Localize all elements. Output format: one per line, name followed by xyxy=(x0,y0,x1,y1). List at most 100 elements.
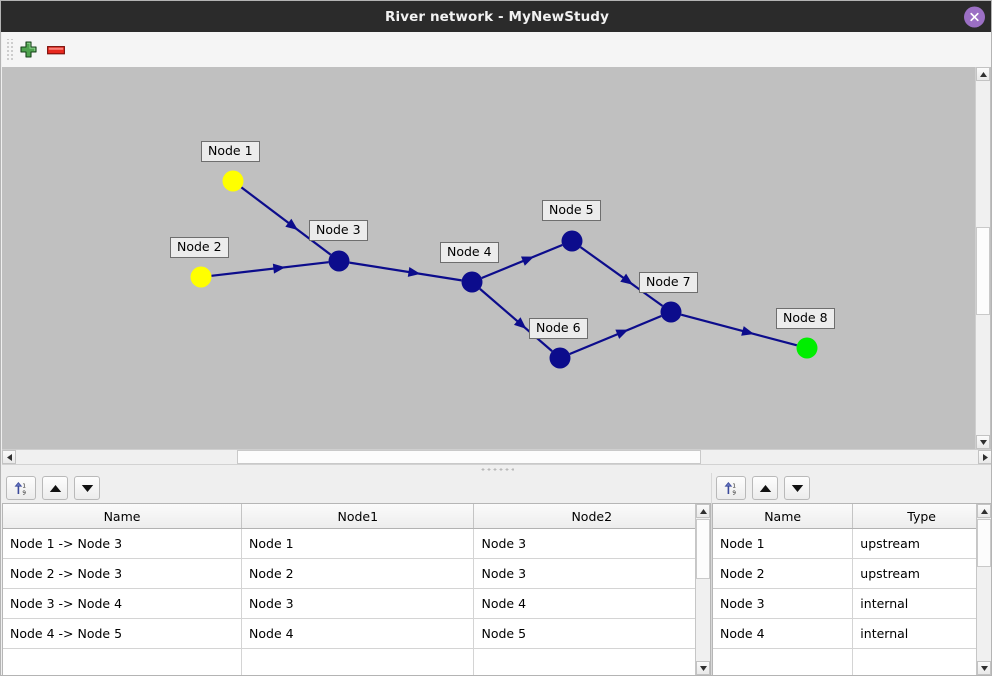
scroll-right-button[interactable] xyxy=(978,450,991,464)
edge-arrow-icon xyxy=(285,218,298,231)
graph-node[interactable] xyxy=(222,170,244,192)
branches-sort-button[interactable]: 1 9 xyxy=(6,476,36,500)
graph-edge[interactable] xyxy=(349,261,462,282)
graph-node[interactable] xyxy=(190,266,212,288)
branches-move-up-button[interactable] xyxy=(42,476,68,500)
graph-edge[interactable] xyxy=(211,261,329,277)
graph-node[interactable] xyxy=(796,337,818,359)
nodes-scroll-down-button[interactable] xyxy=(977,661,991,675)
graph-edge[interactable] xyxy=(569,315,662,355)
table-cell[interactable] xyxy=(473,648,710,675)
graph-node-label[interactable]: Node 1 xyxy=(201,141,260,162)
nodes-scroll-up-button[interactable] xyxy=(977,504,991,518)
svg-text:1: 1 xyxy=(732,483,736,489)
table-cell[interactable]: Node 3 -> Node 4 xyxy=(3,588,243,619)
branches-move-down-button[interactable] xyxy=(74,476,100,500)
nodes-sort-button[interactable]: 1 9 xyxy=(716,476,746,500)
table-cell[interactable]: upstream xyxy=(852,528,991,559)
graph-node-label[interactable]: Node 3 xyxy=(309,220,368,241)
branches-scroll-thumb[interactable] xyxy=(696,519,710,579)
table-row-empty[interactable] xyxy=(3,648,710,675)
canvas-tables-splitter[interactable] xyxy=(2,464,991,474)
branches-scroll-down-button[interactable] xyxy=(696,661,710,675)
graph-node-label[interactable]: Node 8 xyxy=(776,308,835,329)
table-cell[interactable]: Node 1 xyxy=(713,528,854,559)
table-cell[interactable] xyxy=(241,648,475,675)
nodes-move-down-button[interactable] xyxy=(784,476,810,500)
column-header[interactable]: Node2 xyxy=(473,504,710,529)
table-cell[interactable]: Node 3 xyxy=(473,558,710,589)
graph-node[interactable] xyxy=(561,230,583,252)
table-cell[interactable]: Node 3 xyxy=(713,588,854,619)
graph-node-label[interactable]: Node 7 xyxy=(639,272,698,293)
branches-table-scrollbar[interactable] xyxy=(695,504,710,675)
graph-edge[interactable] xyxy=(579,246,664,307)
graph-edge[interactable] xyxy=(481,243,563,280)
column-header[interactable]: Name xyxy=(3,504,243,529)
column-header[interactable]: Type xyxy=(852,504,991,529)
graph-edge[interactable] xyxy=(680,313,798,347)
delete-node-button[interactable] xyxy=(42,36,70,64)
scroll-left-button[interactable] xyxy=(2,450,16,464)
table-cell[interactable] xyxy=(713,648,854,675)
table-cell[interactable]: Node 1 xyxy=(241,528,475,559)
graph-node-label[interactable]: Node 6 xyxy=(529,318,588,339)
table-cell[interactable]: Node 3 xyxy=(473,528,710,559)
table-row-empty[interactable] xyxy=(713,648,991,675)
scroll-down-button[interactable] xyxy=(976,435,990,449)
canvas-horizontal-scrollbar[interactable] xyxy=(2,449,991,464)
table-cell[interactable]: Node 4 xyxy=(473,588,710,619)
close-icon[interactable] xyxy=(964,6,985,27)
table-cell[interactable]: Node 2 xyxy=(241,558,475,589)
scroll-up-button[interactable] xyxy=(976,67,990,81)
table-cell[interactable]: internal xyxy=(852,588,991,619)
table-cell[interactable]: Node 4 xyxy=(241,618,475,649)
canvas-hscroll-thumb[interactable] xyxy=(237,450,701,464)
edge-arrow-icon xyxy=(615,329,629,339)
nodes-move-up-button[interactable] xyxy=(752,476,778,500)
toolbar-grip[interactable] xyxy=(5,38,14,61)
table-cell[interactable]: Node 2 -> Node 3 xyxy=(3,558,243,589)
table-cell[interactable]: Node 4 -> Node 5 xyxy=(3,618,243,649)
plus-icon xyxy=(19,41,37,58)
table-cell[interactable]: Node 4 xyxy=(713,618,854,649)
graph-edge[interactable] xyxy=(479,288,553,352)
branches-scroll-up-button[interactable] xyxy=(696,504,710,518)
window-title: River network - MyNewStudy xyxy=(385,8,609,25)
column-header[interactable]: Name xyxy=(713,504,854,529)
table-cell[interactable]: Node 1 -> Node 3 xyxy=(3,528,243,559)
column-header[interactable]: Node1 xyxy=(241,504,475,529)
graph-node[interactable] xyxy=(660,301,682,323)
table-cell[interactable]: Node 2 xyxy=(713,558,854,589)
table-cell[interactable]: Node 5 xyxy=(473,618,710,649)
graph-node[interactable] xyxy=(461,271,483,293)
graph-node-label[interactable]: Node 2 xyxy=(170,237,229,258)
graph-node[interactable] xyxy=(549,347,571,369)
table-cell[interactable]: internal xyxy=(852,618,991,649)
graph-node-label[interactable]: Node 5 xyxy=(542,200,601,221)
river-network-canvas[interactable]: Node 1 Node 2 Node 3 Node 4 Node 5 Node 6 Node… xyxy=(2,67,991,463)
table-cell[interactable] xyxy=(3,648,243,675)
table-cell[interactable] xyxy=(852,648,991,675)
graph-node[interactable] xyxy=(328,250,350,272)
table-cell[interactable]: Node 3 xyxy=(241,588,475,619)
nodes-table-scrollbar[interactable] xyxy=(976,504,991,675)
graph-edge[interactable] xyxy=(240,186,332,256)
add-node-button[interactable] xyxy=(14,36,42,64)
nodes-scroll-thumb[interactable] xyxy=(977,519,991,567)
canvas-vscroll-thumb[interactable] xyxy=(976,227,990,315)
table-cell[interactable]: upstream xyxy=(852,558,991,589)
graph-node-label[interactable]: Node 4 xyxy=(440,242,499,263)
canvas-vertical-scrollbar[interactable] xyxy=(975,67,990,449)
